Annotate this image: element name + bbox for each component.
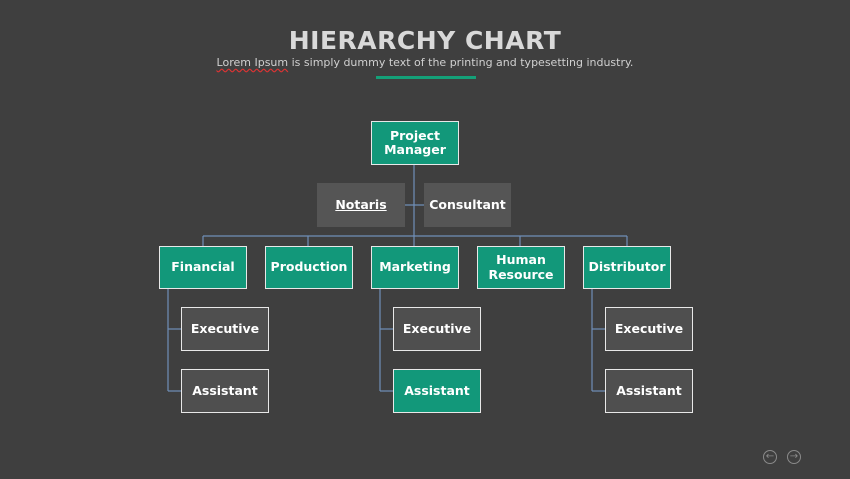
node-financial-executive[interactable]: Executive [181,307,269,351]
node-human-resource[interactable]: Human Resource [477,246,565,289]
node-financial[interactable]: Financial [159,246,247,289]
node-notaris[interactable]: Notaris [317,183,405,227]
arrow-left-circle-icon[interactable]: ← [763,450,777,464]
node-notaris-label: Notaris [335,196,387,212]
node-production[interactable]: Production [265,246,353,289]
node-marketing[interactable]: Marketing [371,246,459,289]
subtitle-highlight: Lorem Ipsum [216,56,289,69]
node-distributor-assistant[interactable]: Assistant [605,369,693,413]
node-marketing-executive[interactable]: Executive [393,307,481,351]
page-title: HIERARCHY CHART [288,26,562,55]
subtitle-text: is simply dummy text of the printing and… [288,56,634,69]
node-consultant[interactable]: Consultant [424,183,511,227]
arrow-right-circle-icon[interactable]: → [787,450,801,464]
node-financial-assistant[interactable]: Assistant [181,369,269,413]
page-subtitle: Lorem Ipsum is simply dummy text of the … [0,56,850,69]
node-distributor[interactable]: Distributor [583,246,671,289]
node-distributor-executive[interactable]: Executive [605,307,693,351]
title-divider [376,76,476,79]
node-project-manager[interactable]: Project Manager [371,121,459,165]
node-marketing-assistant[interactable]: Assistant [393,369,481,413]
